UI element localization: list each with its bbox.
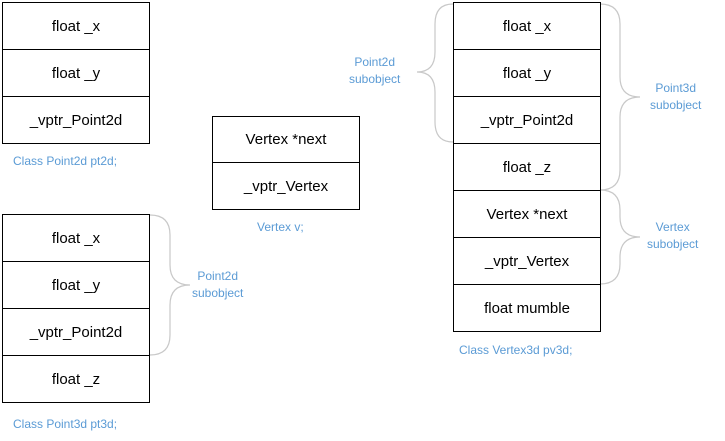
pt3d-cell-vptr: _vptr_Point2d: [2, 308, 150, 356]
pt2d-cell-vptr: _vptr_Point2d: [2, 96, 150, 144]
pt3d-cell-x: float _x: [2, 214, 150, 262]
pt3d-sub-line2: subobject: [192, 286, 244, 300]
pv3d-cell-z: float _z: [453, 143, 601, 191]
pv3d-cell-x: float _x: [453, 2, 601, 50]
pv3d-p3d-line2: subobject: [650, 98, 702, 112]
pt2d-cell-x: float _x: [2, 2, 150, 50]
pv3d-caption: Class Vertex3d pv3d;: [459, 343, 573, 357]
pv3d-cell-mumble: float mumble: [453, 284, 601, 332]
pt3d-caption: Class Point3d pt3d;: [13, 417, 118, 431]
v-cell-vptr: _vptr_Vertex: [212, 162, 360, 210]
brace-pt3d-point2d: [149, 214, 191, 356]
v-caption: Vertex v;: [257, 220, 304, 234]
pt3d-cell-z: float _z: [2, 355, 150, 403]
pv3d-cell-vptr-point2d: _vptr_Point2d: [453, 96, 601, 144]
pt3d-point2d-subobject-label: Point2d subobject: [192, 268, 243, 302]
brace-pv3d-point2d: [416, 3, 454, 143]
brace-pv3d-vertex: [599, 189, 641, 285]
pv3d-vertex-subobject-label: Vertex subobject: [647, 219, 698, 253]
pv3d-vtx-line1: Vertex: [655, 220, 690, 234]
pv3d-cell-next: Vertex *next: [453, 190, 601, 238]
pt3d-sub-line1: Point2d: [197, 269, 239, 283]
pv3d-vtx-line2: subobject: [647, 237, 699, 251]
pv3d-p3d-line1: Point3d: [655, 81, 697, 95]
pv3d-point3d-subobject-label: Point3d subobject: [650, 80, 701, 114]
pt2d-cell-y: float _y: [2, 49, 150, 97]
pt3d-cell-y: float _y: [2, 261, 150, 309]
pv3d-point2d-subobject-label: Point2d subobject: [349, 54, 400, 88]
pt2d-caption: Class Point2d pt2d;: [13, 154, 118, 168]
pv3d-cell-vptr-vertex: _vptr_Vertex: [453, 237, 601, 285]
v-cell-next: Vertex *next: [212, 116, 360, 163]
pv3d-p2d-line2: subobject: [349, 72, 401, 86]
brace-pv3d-point3d: [599, 3, 641, 191]
pv3d-p2d-line1: Point2d: [354, 55, 396, 69]
pv3d-cell-y: float _y: [453, 49, 601, 97]
